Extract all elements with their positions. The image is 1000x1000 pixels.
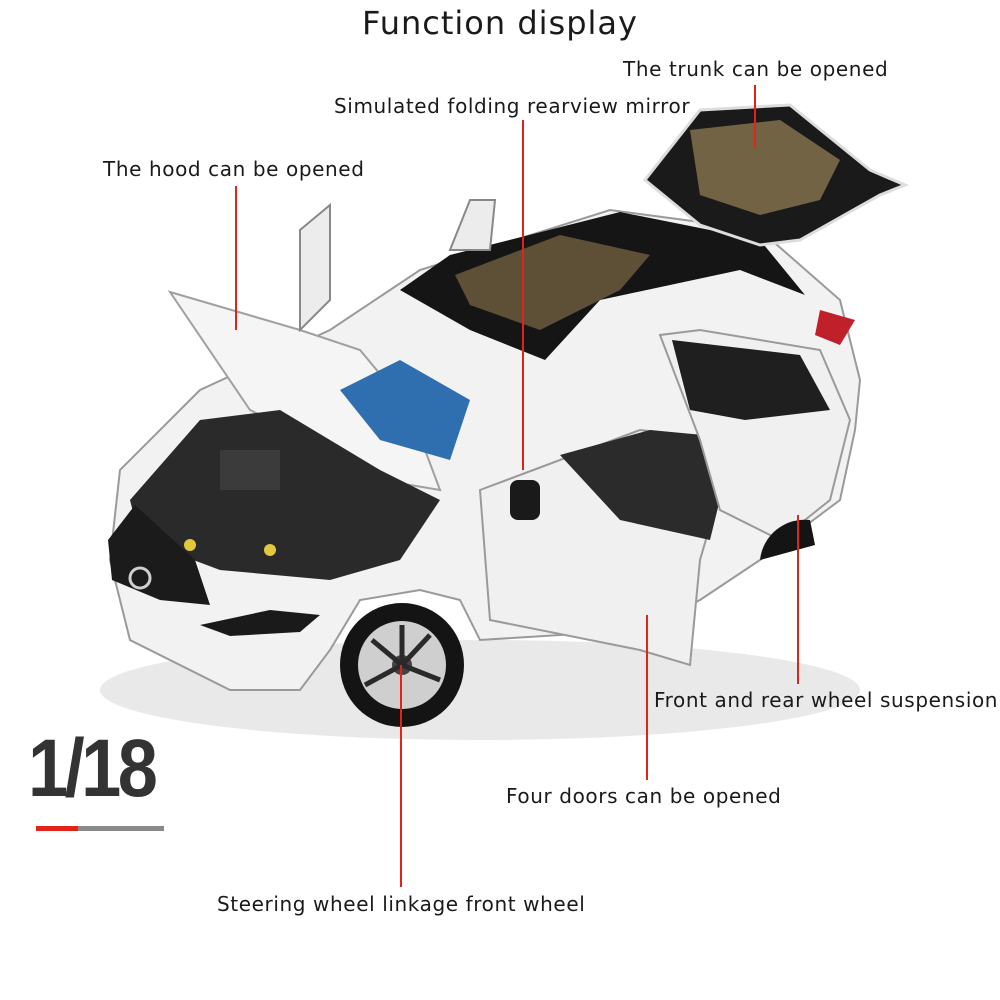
- engine-cap: [184, 539, 196, 551]
- label-doors: Four doors can be opened: [506, 784, 782, 808]
- engine-cap: [264, 544, 276, 556]
- label-trunk: The trunk can be opened: [623, 57, 889, 81]
- scale-label: 1/18: [28, 723, 158, 814]
- label-mirror: Simulated folding rearview mirror: [334, 94, 691, 118]
- front-left-door: [299, 202, 331, 333]
- rear-door-window: [672, 340, 830, 420]
- page-title: Function display: [362, 4, 638, 42]
- engine-block: [220, 450, 280, 490]
- front-grille: [108, 505, 210, 605]
- scale-underline: [36, 826, 164, 831]
- label-suspension: Front and rear wheel suspension: [654, 688, 999, 712]
- scale-underline-grey: [78, 826, 164, 831]
- taillight: [815, 310, 855, 345]
- headlight: [200, 610, 320, 636]
- label-hood: The hood can be opened: [103, 157, 365, 181]
- rear-wheel-tire: [760, 519, 815, 560]
- sunroof: [455, 235, 650, 330]
- trunk-glass: [690, 120, 840, 215]
- front-wheel-spokes: [363, 625, 441, 688]
- side-mirror: [510, 480, 540, 520]
- brand-logo: [128, 566, 152, 590]
- rear-left-door: [448, 199, 497, 251]
- scale-underline-red: [36, 826, 78, 831]
- interior-seat: [340, 360, 470, 460]
- door-window: [560, 430, 735, 540]
- engine-bay: [130, 410, 440, 580]
- label-steering: Steering wheel linkage front wheel: [217, 892, 586, 916]
